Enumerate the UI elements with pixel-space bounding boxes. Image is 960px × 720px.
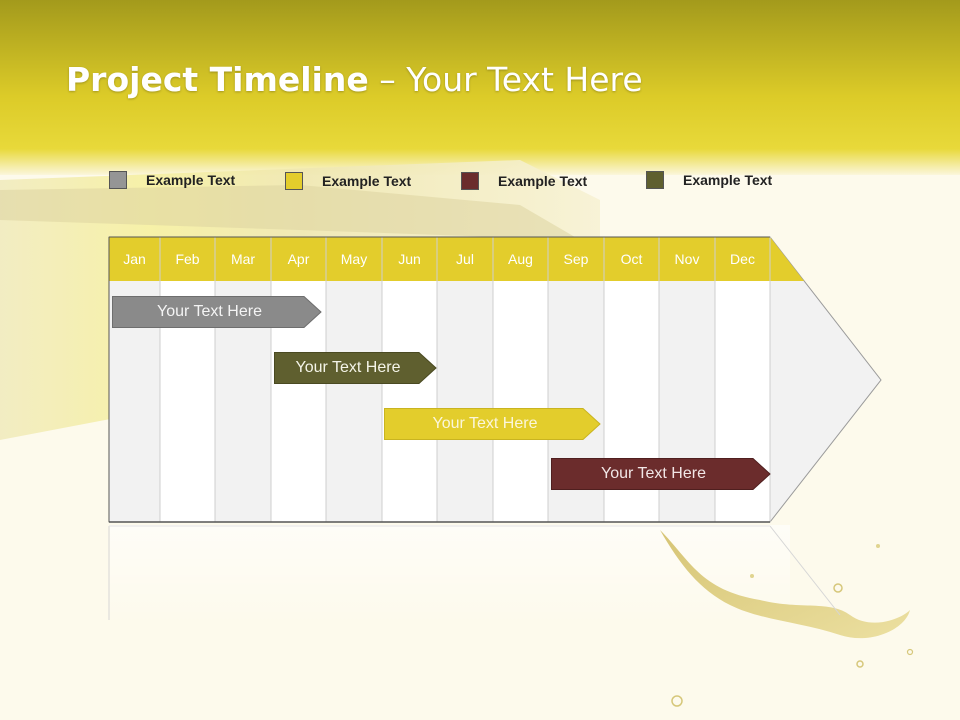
legend-swatch	[461, 172, 479, 190]
task-bar-1[interactable]: Your Text Here	[112, 296, 322, 328]
month-label: Jun	[398, 251, 421, 267]
page-title: Project Timeline – Your Text Here	[66, 60, 643, 99]
month-label: Aug	[508, 251, 533, 267]
task-bar-label: Your Text Here	[432, 415, 538, 432]
title-main: Project Timeline	[66, 60, 369, 99]
task-bar-4[interactable]: Your Text Here	[551, 458, 771, 490]
task-bar-2[interactable]: Your Text Here	[274, 352, 437, 384]
month-label: Mar	[230, 251, 256, 267]
legend-label: Example Text	[322, 173, 412, 189]
legend-swatch	[285, 172, 303, 190]
month-label: Nov	[674, 251, 700, 267]
task-bar-label: Your Text Here	[157, 303, 262, 320]
title-sub: – Your Text Here	[368, 60, 643, 99]
month-label: May	[340, 251, 368, 267]
task-bar-3[interactable]: Your Text Here	[384, 408, 601, 440]
legend-label: Example Text	[683, 172, 773, 188]
legend-swatch	[109, 171, 127, 189]
legend-label: Example Text	[498, 173, 588, 189]
month-label: Feb	[175, 251, 200, 267]
month-label: Dec	[730, 251, 755, 267]
task-bar-label: Your Text Here	[295, 359, 401, 376]
month-label: Apr	[287, 251, 310, 267]
task-bar-label: Your Text Here	[601, 465, 706, 482]
legend-swatch	[646, 171, 664, 189]
legend-label: Example Text	[146, 172, 236, 188]
month-label: Oct	[620, 251, 643, 267]
month-label: Jan	[123, 251, 146, 267]
month-label: Sep	[563, 251, 589, 267]
month-label: Jul	[456, 251, 474, 267]
